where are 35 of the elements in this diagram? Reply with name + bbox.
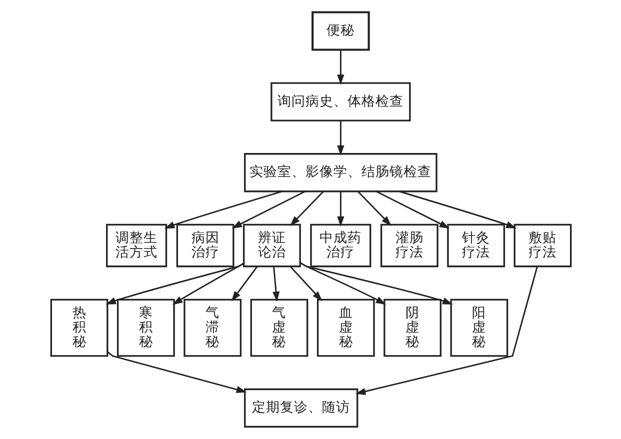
node-box: 阴虚秘 bbox=[383, 298, 441, 357]
arrow bbox=[357, 191, 391, 226]
arrow bbox=[230, 266, 258, 302]
arrow bbox=[164, 190, 282, 229]
node-box: 针灸疗法 bbox=[446, 224, 505, 268]
arrow bbox=[336, 120, 344, 156]
arrow bbox=[231, 190, 306, 229]
arrow bbox=[289, 191, 324, 226]
arrow bbox=[272, 266, 280, 302]
node-box: 灌肠疗法 bbox=[380, 224, 438, 268]
node-box: 寒积秘 bbox=[116, 298, 174, 357]
arrow bbox=[106, 351, 246, 393]
arrow bbox=[398, 190, 516, 228]
node-box: 中成药治疗 bbox=[310, 224, 371, 268]
arrow bbox=[105, 262, 244, 304]
node-box: 气滞秘 bbox=[183, 298, 242, 357]
node-box: 调整生活方式 bbox=[106, 224, 167, 268]
node-box: 便秘 bbox=[311, 11, 370, 51]
node-box: 热积秘 bbox=[50, 298, 108, 357]
node-box: 敷贴疗法 bbox=[513, 224, 572, 268]
arrow bbox=[375, 190, 450, 229]
node-box: 气虚秘 bbox=[250, 298, 308, 357]
node-box: 询问病史、体格检查 bbox=[270, 82, 410, 122]
node-box: 阳虚秘 bbox=[450, 298, 508, 357]
node-box: 病因治疗 bbox=[176, 224, 234, 268]
arrow bbox=[289, 266, 322, 302]
arrow bbox=[336, 192, 344, 227]
node-box: 定期复诊、随访 bbox=[244, 388, 358, 428]
node-box: 血虚秘 bbox=[316, 298, 374, 357]
arrow bbox=[172, 262, 244, 305]
arrow bbox=[336, 50, 344, 85]
arrow bbox=[354, 266, 538, 395]
arrow bbox=[299, 262, 452, 304]
node-box: 辨证论治 bbox=[242, 224, 300, 268]
node-box: 实验室、影像学、结肠镜检查 bbox=[244, 153, 437, 192]
